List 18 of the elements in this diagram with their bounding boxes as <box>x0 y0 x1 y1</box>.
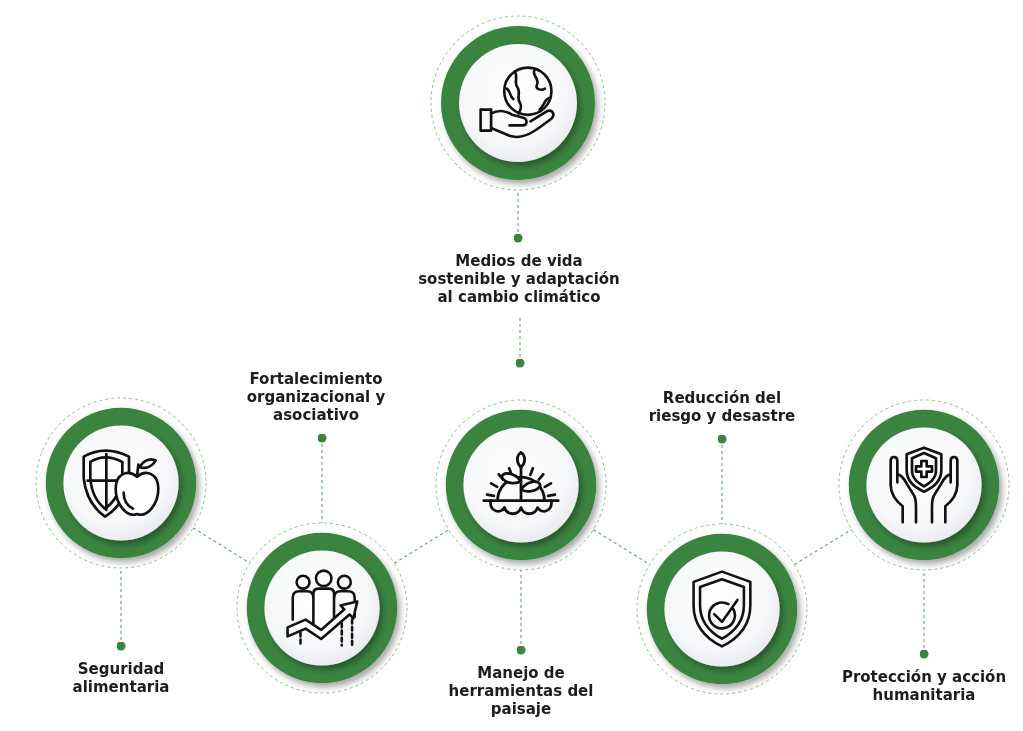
leader-line <box>516 569 526 655</box>
icon-circle <box>636 523 808 695</box>
topic-label: Protección y acción humanitaria <box>838 668 1010 704</box>
leader-line <box>515 317 525 368</box>
topic-label: Reducción del riesgo y desastre <box>639 389 805 425</box>
topic-label: Manejo de herramientas del paisaje <box>446 664 596 718</box>
icon-circle <box>435 399 607 571</box>
icon-circle <box>35 397 207 569</box>
topic-label: Seguridad alimentaria <box>71 660 171 696</box>
leader-line <box>317 433 327 524</box>
icon-circle <box>838 399 1010 571</box>
leader-line <box>717 434 727 525</box>
connector-line <box>793 528 853 566</box>
icon-circle <box>430 15 606 191</box>
topic-label: Fortalecimiento organizacional y asociativo <box>238 370 394 424</box>
topic-label: Medios de vida sostenible y adaptación al cambio climático <box>416 252 622 306</box>
connector-line <box>393 529 450 564</box>
icon-circle <box>236 522 408 694</box>
